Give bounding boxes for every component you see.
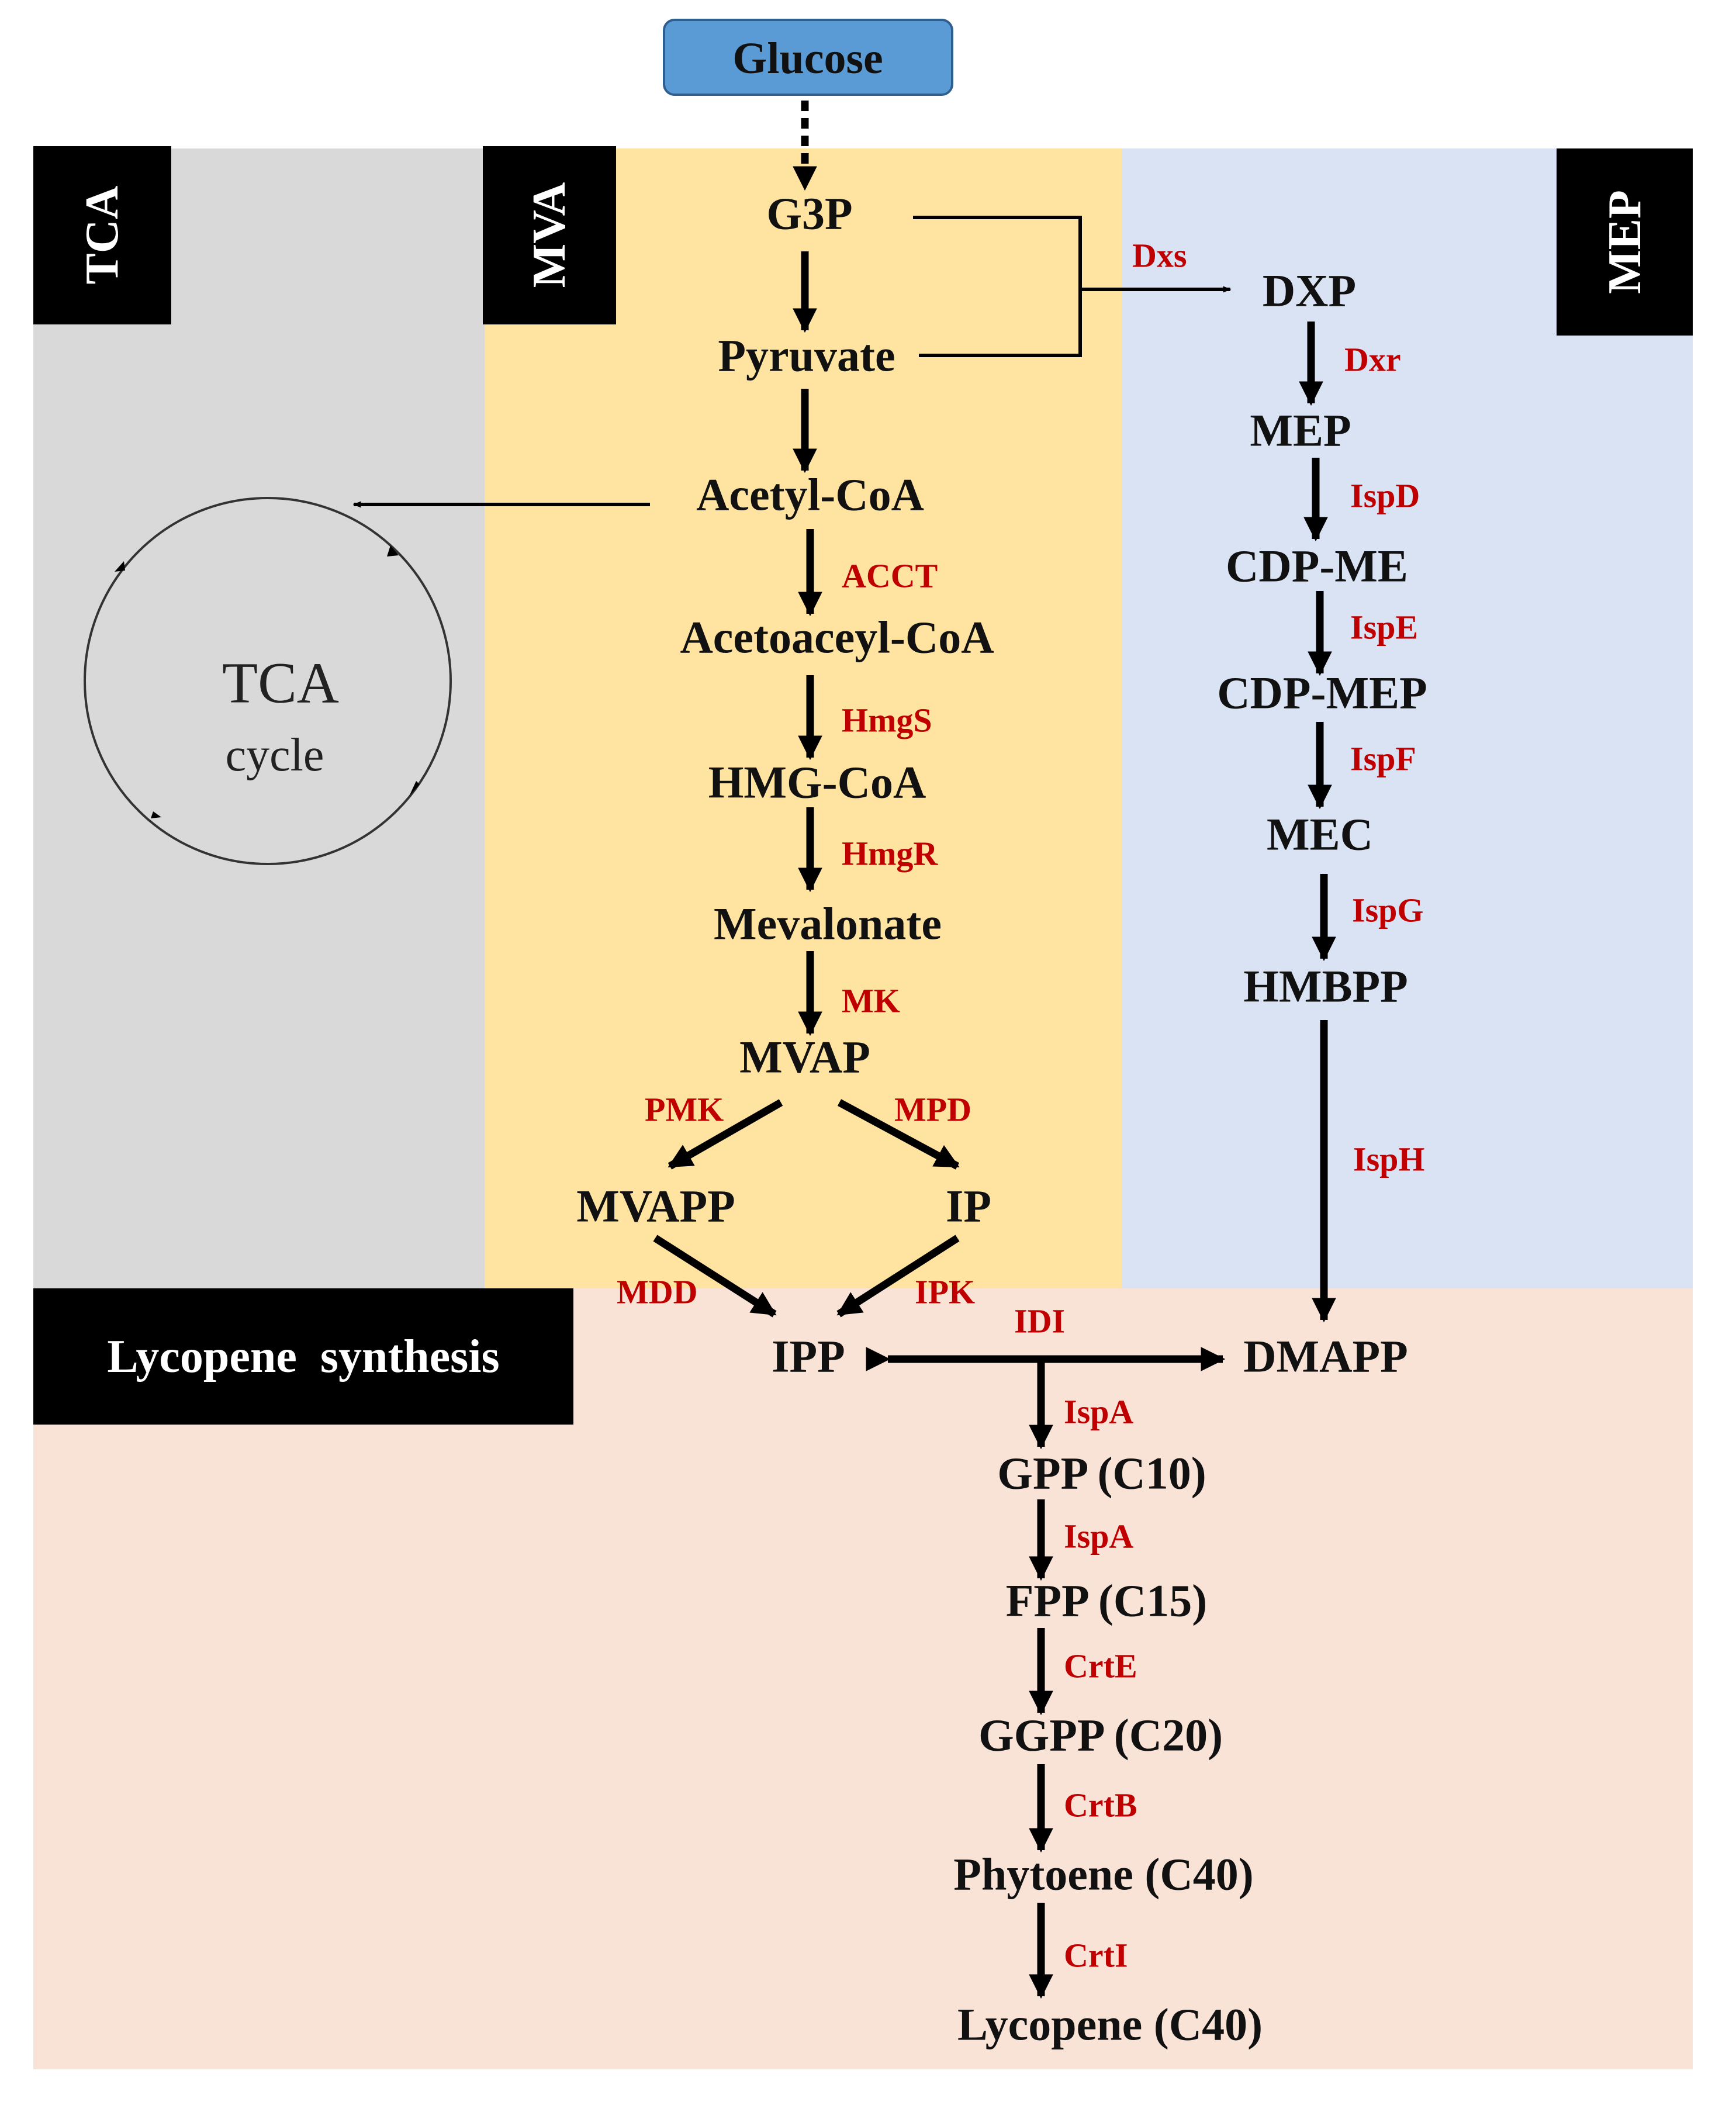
enzyme-ispd: IspD — [1350, 477, 1420, 515]
enzyme-ispa-1: IspA — [1064, 1393, 1133, 1431]
enzyme-ispa-2: IspA — [1064, 1518, 1133, 1556]
enzyme-isph: IspH — [1353, 1140, 1425, 1178]
lycopene-synthesis-label-text: Lycopene synthesis — [107, 1331, 499, 1382]
glucose-box: Glucose — [663, 19, 953, 96]
metabolite-g3p: G3P — [766, 188, 852, 239]
enzyme-ipk: IPK — [915, 1273, 975, 1311]
enzyme-mpd: MPD — [894, 1091, 971, 1129]
metabolite-acetoacetyl-coa: Acetoaceyl-CoA — [680, 612, 994, 663]
connector-g3p-pyruvate-bracket — [913, 216, 1082, 357]
lycopene-synthesis-label: Lycopene synthesis — [33, 1288, 573, 1425]
tca-cycle-subtitle: cycle — [226, 730, 324, 781]
tca-cycle: TCA cycle — [84, 497, 452, 865]
metabolite-hmg-coa: HMG-CoA — [708, 757, 926, 808]
tca-cycle-arrowhead — [115, 561, 125, 572]
enzyme-crte: CrtE — [1064, 1647, 1137, 1685]
metabolite-lycopene: Lycopene (C40) — [957, 1999, 1263, 2050]
arrow-mvapp-to-ipp — [653, 1235, 777, 1318]
metabolite-cdp-me: CDP-ME — [1226, 541, 1408, 592]
enzyme-dxs: Dxs — [1132, 237, 1187, 275]
enzyme-idi: IDI — [1014, 1302, 1065, 1340]
metabolite-mep: MEP — [1250, 405, 1351, 456]
metabolite-ggpp: GGPP (C20) — [978, 1710, 1223, 1761]
tca-cycle-arrowhead — [409, 781, 420, 796]
tca-cycle-title: TCA — [222, 651, 339, 715]
metabolite-pyruvate: Pyruvate — [718, 330, 895, 381]
tca-region — [33, 148, 485, 1288]
mep-region-label: MEP — [1557, 148, 1693, 336]
metabolite-ipp: IPP — [772, 1331, 845, 1382]
enzyme-mk: MK — [842, 982, 900, 1020]
enzyme-hmgs: HmgS — [842, 701, 932, 739]
enzyme-pmk: PMK — [645, 1091, 724, 1129]
tca-cycle-arrowhead — [151, 811, 161, 818]
tca-label-text: TCA — [77, 185, 128, 284]
metabolite-cdp-mep: CDP-MEP — [1217, 668, 1427, 718]
enzyme-crti: CrtI — [1064, 1937, 1128, 1975]
metabolite-ip: IP — [946, 1181, 991, 1232]
glucose-text: Glucose — [732, 34, 883, 83]
tca-cycle-circle — [84, 497, 452, 865]
pathway-arrows — [352, 101, 1336, 1999]
metabolite-mvap: MVAP — [739, 1032, 870, 1083]
enzyme-crtb: CrtB — [1064, 1786, 1137, 1824]
mva-region — [485, 148, 1122, 1288]
metabolite-hmbpp: HMBPP — [1243, 961, 1408, 1012]
mva-label-text: MVA — [524, 182, 575, 288]
arrow-mvap-to-ip — [837, 1099, 960, 1170]
enzyme-dxr: Dxr — [1344, 341, 1401, 379]
metabolite-mec: MEC — [1267, 809, 1373, 860]
enzyme-labels: Dxs Dxr IspD IspE IspF IspG IspH ACCT Hm… — [617, 237, 1425, 1975]
metabolite-dxp: DXP — [1263, 265, 1356, 316]
metabolite-gpp: GPP (C10) — [997, 1448, 1206, 1499]
metabolite-dmapp: DMAPP — [1243, 1331, 1408, 1382]
mva-region-label: MVA — [483, 146, 616, 324]
enzyme-acct: ACCT — [842, 557, 938, 595]
metabolite-fpp: FPP (C15) — [1006, 1575, 1207, 1626]
enzyme-ispg: IspG — [1352, 891, 1424, 929]
arrow-ip-to-ipp — [836, 1235, 960, 1318]
arrow-mvap-to-mvapp — [668, 1099, 783, 1170]
metabolite-mevalonate: Mevalonate — [714, 898, 942, 949]
mep-label-text: MEP — [1599, 190, 1651, 294]
enzyme-ispe: IspE — [1350, 609, 1418, 647]
metabolite-acetyl-coa: Acetyl-CoA — [696, 469, 924, 520]
tca-region-label: TCA — [33, 146, 171, 324]
enzyme-hmgr: HmgR — [842, 835, 938, 873]
metabolite-phytoene: Phytoene (C40) — [953, 1849, 1253, 1900]
metabolite-mvapp: MVAPP — [576, 1181, 735, 1232]
enzyme-ispf: IspF — [1350, 740, 1416, 778]
enzyme-mdd: MDD — [617, 1273, 698, 1311]
mep-region — [1122, 148, 1693, 1288]
tca-cycle-arrowhead — [387, 545, 399, 556]
metabolite-labels: G3P Pyruvate Acetyl-CoA Acetoaceyl-CoA H… — [576, 188, 1427, 2050]
